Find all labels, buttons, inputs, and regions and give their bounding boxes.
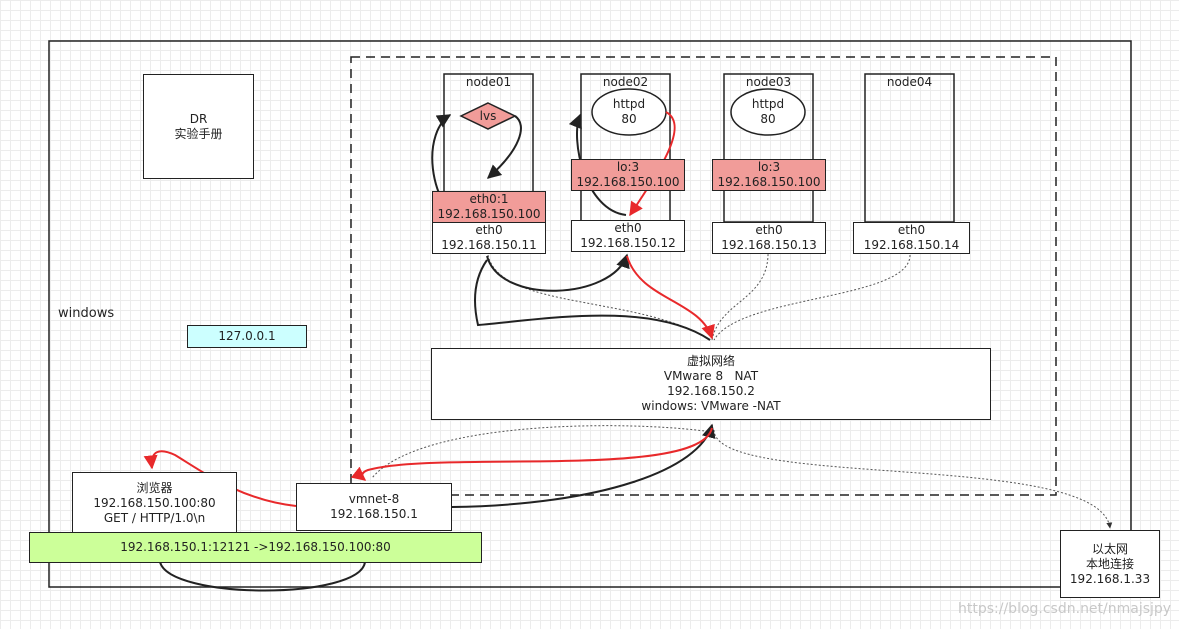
node01-eth0: eth0 192.168.150.11 [432, 222, 546, 254]
node03-lo-ip: 192.168.150.100 [717, 175, 821, 189]
node03-eth0-name: eth0 [755, 223, 783, 237]
httpd-label-node02: httpd 80 [592, 97, 666, 127]
connection-tuple: 192.168.150.1:12121 ->192.168.150.100:80 [120, 540, 391, 554]
httpd-port-node02: 80 [621, 112, 637, 126]
browser-title: 浏览器 [136, 480, 173, 495]
virtual-network-mode: VMware 8 NAT [663, 369, 759, 383]
ethernet-desc: 本地连接 [1085, 556, 1134, 571]
virtual-network-box: 虚拟网络 VMware 8 NAT 192.168.150.2 windows:… [431, 348, 991, 420]
dotted-nat-vmnet [371, 425, 713, 479]
connection-bar: 192.168.150.1:12121 ->192.168.150.100:80 [29, 532, 482, 563]
node04-eth0-ip: 192.168.150.14 [863, 238, 960, 252]
virtual-network-gateway: 192.168.150.2 [667, 384, 755, 398]
node03-title: node03 [745, 75, 792, 89]
dr-manual-box: DR 实验手册 [143, 74, 254, 179]
node02-eth0-ip: 192.168.150.12 [580, 236, 676, 250]
node02-eth0-name: eth0 [614, 221, 642, 235]
node04-frame [864, 73, 955, 223]
vm-boundary [350, 56, 1057, 496]
red-httpd-to-eth0 [629, 111, 676, 217]
windows-frame [48, 40, 1132, 588]
httpd-label-node03: httpd 80 [731, 97, 805, 127]
node02-lo-name: lo:3 [616, 160, 640, 174]
vmnet8-name: vmnet-8 [348, 492, 400, 506]
node03-eth0-ip: 192.168.150.13 [721, 238, 817, 252]
red-vmnet-to-browser [143, 450, 297, 507]
black-nat-to-eth0-node01 [474, 259, 711, 341]
httpd-port-node03: 80 [760, 112, 776, 126]
black-lvs-to-eth0-1 [486, 115, 522, 179]
dotted-eth0-node03-nat [711, 249, 769, 341]
vmnet8-ip: 192.168.150.1 [330, 507, 418, 521]
httpd-name-node03: httpd [751, 97, 785, 111]
ethernet-box: 以太网 本地连接 192.168.1.33 [1060, 530, 1160, 598]
dotted-eth0-node01-nat [487, 254, 711, 341]
node04-title: node04 [886, 75, 933, 89]
windows-label: windows [58, 306, 115, 321]
loopback-ip: 127.0.0.1 [218, 329, 276, 343]
node02-lo-iface: lo:3 192.168.150.100 [571, 159, 685, 191]
lvs-label: lvs [479, 109, 497, 123]
red-eth0-to-nat [626, 255, 715, 340]
node01-eth0-ip: 192.168.150.11 [441, 238, 537, 252]
node03-eth0: eth0 192.168.150.13 [712, 222, 826, 254]
ethernet-title: 以太网 [1091, 541, 1128, 556]
black-vmnet-to-nat [451, 423, 716, 508]
red-nat-to-vmnet [350, 427, 713, 481]
node01-vip-iface: eth0:1 192.168.150.100 [432, 191, 546, 223]
watermark: https://blog.csdn.net/nmajsjpy [958, 601, 1172, 617]
node04-eth0-name: eth0 [897, 223, 926, 237]
dotted-eth0-node04-nat [713, 254, 911, 341]
browser-target: 192.168.150.100:80 [93, 495, 216, 510]
httpd-name-node02: httpd [612, 97, 646, 111]
browser-box: 浏览器 192.168.150.100:80 GET / HTTP/1.0\n [72, 472, 237, 534]
loopback-box: 127.0.0.1 [187, 325, 307, 348]
dr-manual-subtitle: 实验手册 [174, 126, 223, 141]
httpd-ellipse-node03 [730, 88, 806, 136]
dotted-nat-ethernet [713, 429, 1113, 529]
node01-vip-ip: 192.168.150.100 [437, 207, 541, 221]
node03-lo-iface: lo:3 192.168.150.100 [712, 159, 826, 191]
black-loop-under-bar [159, 561, 366, 592]
node01-eth0-name: eth0 [475, 223, 503, 237]
vmnet8-box: vmnet-8 192.168.150.1 [296, 483, 452, 531]
virtual-network-title: 虚拟网络 [686, 354, 735, 368]
node02-eth0: eth0 192.168.150.12 [571, 220, 685, 252]
node01-title: node01 [465, 75, 512, 89]
black-eth0-node01-to-node02 [486, 253, 630, 292]
dr-manual-title: DR [189, 111, 208, 126]
node04-eth0: eth0 192.168.150.14 [853, 222, 970, 254]
ethernet-ip: 192.168.1.33 [1069, 571, 1151, 586]
browser-request: GET / HTTP/1.0\n [103, 510, 206, 525]
node01-vip-iface-name: eth0:1 [469, 192, 509, 206]
node02-title: node02 [602, 75, 649, 89]
node02-lo-ip: 192.168.150.100 [576, 175, 680, 189]
lvs-diamond [459, 102, 517, 130]
node03-lo-name: lo:3 [757, 160, 781, 174]
virtual-network-host: windows: VMware -NAT [641, 399, 781, 413]
